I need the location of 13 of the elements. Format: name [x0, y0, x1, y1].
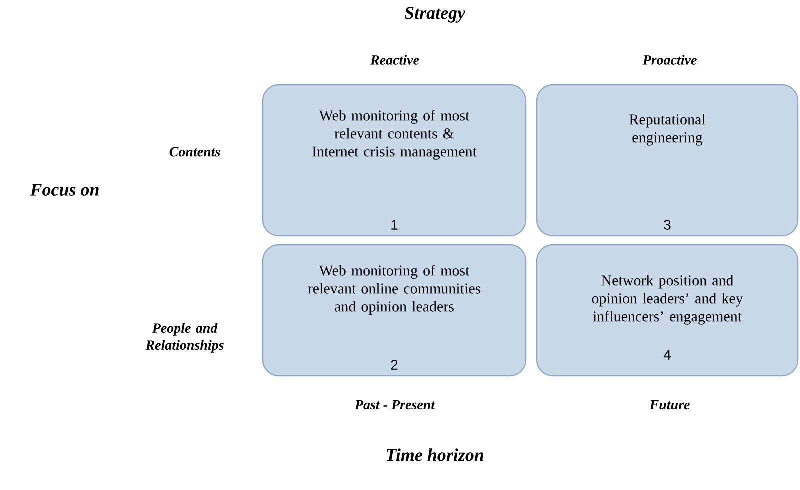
axis-label: Reactive [370, 55, 420, 65]
matrix-cell: Web monitoring of most relevant contents & Internet crisis management 1 [262, 84, 527, 237]
axis-label: Contents [170, 147, 220, 157]
axis-label: Strategy [404, 7, 466, 23]
axis-label: Future [650, 400, 690, 410]
axis-label: Time horizon [386, 448, 484, 462]
matrix-cell: Reputational engineering 3 [536, 84, 799, 237]
axis-label: Past - Present [354, 400, 436, 410]
axis-label: People and Relationships [146, 323, 224, 353]
axis-label: Proactive [642, 55, 697, 65]
axis-label: Focus on [30, 184, 99, 196]
matrix-cell: Web monitoring of most relevant online communities and opinion leaders 2 [262, 244, 527, 377]
matrix-cell: Network position and opinion leaders’ and key influencers’ engagement 4 [536, 244, 799, 377]
